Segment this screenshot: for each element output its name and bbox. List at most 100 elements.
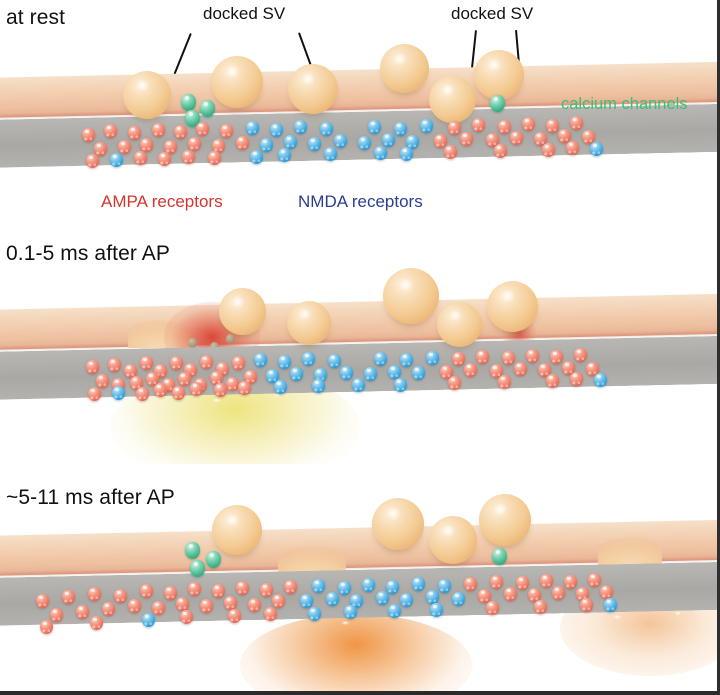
ampa-receptor <box>498 375 511 389</box>
ampa-receptor <box>514 362 527 376</box>
nmda-receptor <box>320 122 333 136</box>
ampa-receptor <box>600 585 613 599</box>
ampa-receptor <box>164 140 177 154</box>
calcium-channel <box>200 100 215 117</box>
ampa-receptor <box>490 364 503 378</box>
panel-5-11ms: ~5-11 ms after AP <box>0 464 720 695</box>
nmda-receptor <box>590 142 603 156</box>
nmda-receptor <box>394 122 407 136</box>
ampa-receptor <box>546 119 559 133</box>
ampa-receptor <box>582 130 595 144</box>
annotation-nmda-receptors: NMDA receptors <box>298 192 423 211</box>
nmda-receptor <box>338 581 351 595</box>
nmda-receptor <box>142 613 155 627</box>
nmda-receptor <box>324 147 337 161</box>
synaptic-vesicle <box>288 64 338 114</box>
nmda-receptor <box>358 136 371 150</box>
synaptic-vesicle <box>479 494 531 546</box>
ampa-receptor <box>226 377 239 391</box>
ampa-receptor <box>200 599 213 613</box>
ampa-receptor <box>154 383 167 397</box>
ampa-receptor <box>174 125 187 139</box>
annotation-calcium-channels: calcium channels <box>561 95 688 113</box>
ampa-receptor <box>566 141 579 155</box>
nmda-receptor <box>266 369 279 383</box>
ampa-receptor <box>152 123 165 137</box>
ampa-receptor <box>62 590 75 604</box>
synaptic-vesicle <box>372 498 424 550</box>
nmda-receptor <box>328 354 341 368</box>
ampa-receptor <box>452 352 465 366</box>
ampa-receptor <box>244 370 257 384</box>
ampa-receptor <box>528 588 541 602</box>
ampa-receptor <box>86 154 99 168</box>
synapse-5-11ms <box>0 494 720 670</box>
ampa-receptor <box>170 356 183 370</box>
ampa-receptor <box>140 138 153 152</box>
ampa-receptor <box>86 360 99 374</box>
ampa-receptor <box>464 577 477 591</box>
ampa-receptor <box>236 136 249 150</box>
synaptic-vesicle <box>437 302 482 347</box>
ampa-receptor <box>188 137 201 151</box>
ampa-receptor <box>478 589 491 603</box>
nmda-receptor <box>604 598 617 612</box>
ampa-receptor <box>124 364 137 378</box>
ampa-receptor <box>448 121 461 135</box>
nmda-receptor <box>386 580 399 594</box>
synaptic-vesicle <box>487 281 538 332</box>
ampa-receptor <box>570 372 583 386</box>
ampa-receptor <box>140 584 153 598</box>
ampa-receptor <box>164 586 177 600</box>
nmda-receptor <box>374 146 387 160</box>
nmda-receptor <box>420 119 433 133</box>
nmda-receptor <box>302 352 315 366</box>
nmda-receptor <box>308 137 321 151</box>
nmda-receptor <box>412 366 425 380</box>
nmda-receptor <box>400 147 413 161</box>
ampa-receptor <box>586 362 599 376</box>
ampa-receptor <box>176 597 189 611</box>
ampa-receptor <box>130 376 143 390</box>
ampa-receptor <box>40 620 53 634</box>
panel-0p1-5ms: 0.1-5 ms after AP <box>0 232 720 464</box>
nmda-receptor <box>290 367 303 381</box>
nmda-receptor <box>352 378 365 392</box>
ampa-receptor <box>182 150 195 164</box>
ampa-receptor <box>580 598 593 612</box>
ampa-receptor <box>118 140 131 154</box>
annotation-docked-sv-right: docked SV <box>451 4 534 23</box>
calcium-channel <box>181 94 196 111</box>
nmda-receptor <box>110 153 123 167</box>
ampa-receptor <box>96 374 109 388</box>
ampa-receptor <box>238 381 251 395</box>
ampa-receptor <box>542 143 555 157</box>
synaptic-vesicle <box>219 288 266 335</box>
ampa-receptor <box>550 350 563 364</box>
ampa-receptor <box>180 610 193 624</box>
ampa-receptor <box>172 386 185 400</box>
synaptic-vesicle <box>123 71 171 119</box>
nmda-receptor <box>246 121 259 135</box>
synaptic-vesicle <box>429 76 476 123</box>
synaptic-vesicle <box>287 301 331 345</box>
nmda-receptor <box>388 604 401 618</box>
calcium-channel <box>190 560 205 577</box>
nmda-receptor <box>350 594 363 608</box>
ampa-receptor <box>104 124 117 138</box>
panel-label-0p1-5ms: 0.1-5 ms after AP <box>6 242 170 265</box>
nmda-receptor <box>270 123 283 137</box>
ampa-receptor <box>220 124 233 138</box>
ampa-receptor <box>50 608 63 622</box>
synaptic-vesicle <box>474 50 524 100</box>
nmda-receptor <box>112 386 125 400</box>
nmda-receptor <box>340 366 353 380</box>
nmda-receptor <box>376 591 389 605</box>
nmda-receptor <box>326 592 339 606</box>
nmda-receptor <box>594 373 607 387</box>
ampa-receptor <box>188 582 201 596</box>
ampa-receptor <box>552 586 565 600</box>
ampa-receptor <box>540 574 553 588</box>
synaptic-vesicle <box>212 505 262 555</box>
